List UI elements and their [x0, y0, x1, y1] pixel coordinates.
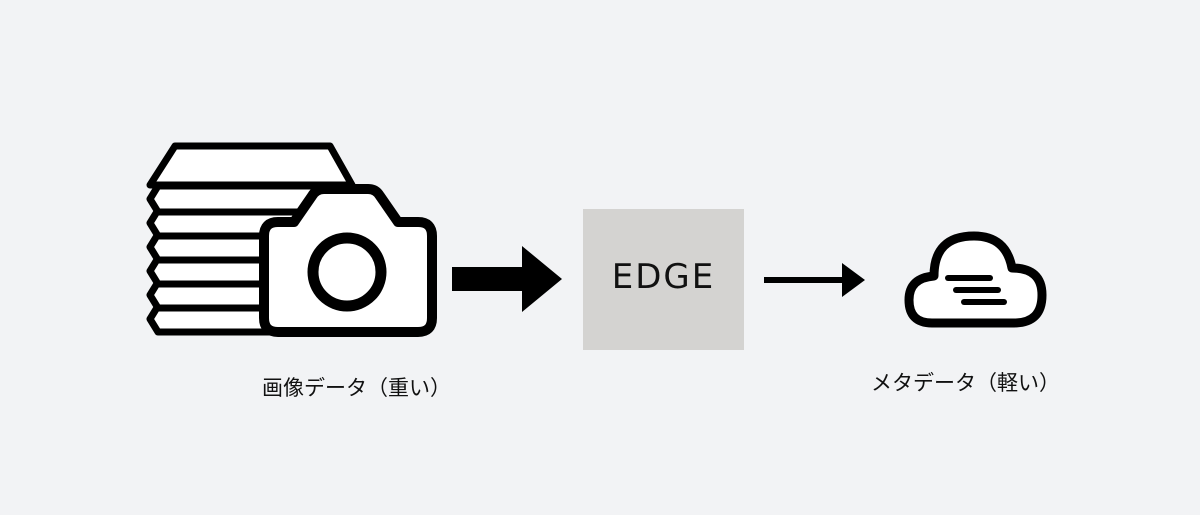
camera-icon — [259, 184, 437, 337]
photo-top-sheet — [146, 142, 356, 189]
output-caption: メタデータ（軽い） — [871, 371, 1060, 395]
edge-box: EDGE — [583, 209, 744, 350]
stacked-photos-camera-icon — [146, 142, 437, 337]
cloud-speed-lines — [945, 275, 1007, 305]
edge-label: EDGE — [611, 256, 716, 297]
thin-arrow-right-icon — [764, 263, 865, 297]
source-caption: 画像データ（重い） — [262, 376, 451, 400]
cloud-icon — [904, 231, 1047, 328]
camera-lens — [307, 232, 387, 312]
thick-arrow-right-icon — [452, 246, 562, 312]
